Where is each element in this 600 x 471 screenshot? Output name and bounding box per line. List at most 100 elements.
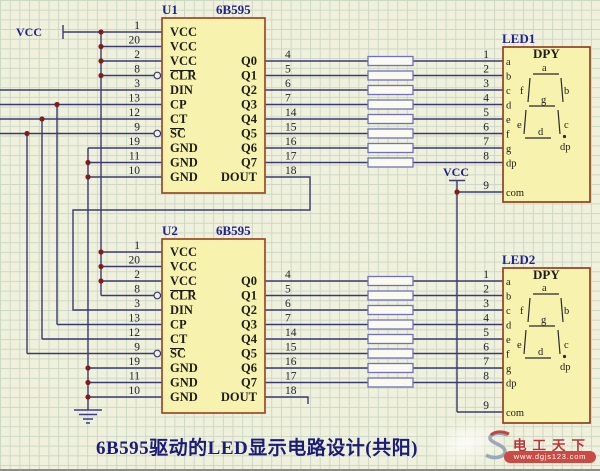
pin-label: Q5 xyxy=(241,127,257,141)
junction-dot xyxy=(85,174,91,180)
pin-label: DIN xyxy=(170,303,193,317)
pin-number: 18 xyxy=(285,385,297,397)
pin-number: 1 xyxy=(483,269,489,281)
segment-label: a xyxy=(542,283,547,294)
pin-number: 15 xyxy=(285,342,297,354)
chip-body xyxy=(161,238,266,414)
junction-dot xyxy=(39,116,45,122)
net-dout2-stub xyxy=(265,396,309,404)
resistor xyxy=(367,142,414,154)
pin-number: 8 xyxy=(134,64,140,76)
pin-label: Q3 xyxy=(241,318,257,332)
watermark-brand: 电工天下 xyxy=(513,438,591,453)
segment-label: f xyxy=(520,86,524,97)
chip-u1: U1 6B595 1 20 2 8 3 13 12 9 19 11 10 VCC… xyxy=(129,2,297,194)
junction-dot xyxy=(98,43,104,50)
pin-number: 15 xyxy=(285,122,297,134)
pin-number: 6 xyxy=(483,342,489,354)
junction-dots xyxy=(24,29,460,400)
chip-u2: U2 6B595 1 20 2 8 3 13 12 9 19 11 10 VCC… xyxy=(129,223,297,414)
pin-number: 14 xyxy=(285,107,297,119)
pin-label: CP xyxy=(170,318,187,332)
inversion-bubble xyxy=(153,349,162,358)
junction-dot xyxy=(98,72,104,79)
pin-label: VCC xyxy=(170,40,197,54)
pin-number: 20 xyxy=(129,255,141,267)
chip-ref: U2 xyxy=(162,223,178,238)
pin-number: 13 xyxy=(129,313,141,325)
resistor xyxy=(367,70,414,81)
pin-label: Q5 xyxy=(241,347,257,361)
segment-label: b xyxy=(564,86,569,97)
pin-number: 8 xyxy=(134,284,140,296)
pin-number: 8 xyxy=(483,151,489,163)
segment-label: c xyxy=(564,120,569,131)
pin-number: 2 xyxy=(483,64,489,76)
vcc-power-port: VCC xyxy=(443,165,469,179)
segment-label: g xyxy=(541,315,547,326)
seven-segment-glyph xyxy=(523,293,564,359)
junction-dot xyxy=(85,159,91,166)
seven-segment-glyph xyxy=(523,73,564,139)
pin-number: 5 xyxy=(285,284,291,296)
segment-label: b xyxy=(564,306,569,317)
pin-label: c xyxy=(506,86,511,97)
pin-label: Q2 xyxy=(241,303,257,317)
resistor-bank-1 xyxy=(367,55,414,168)
junction-dot xyxy=(85,379,91,386)
pin-number: 9 xyxy=(134,122,140,134)
pin-number: 6 xyxy=(285,78,291,90)
pin-label: SC xyxy=(170,127,186,141)
segment-label: d xyxy=(538,347,544,358)
pin-number: 10 xyxy=(129,385,141,397)
segment-label: a xyxy=(542,63,547,74)
junction-dot xyxy=(454,189,460,195)
junction-dot xyxy=(24,130,30,137)
net-ct xyxy=(0,118,162,340)
display-led1: LED1 DPY 1 2 3 4 5 6 7 8 9 a b c d e f g… xyxy=(483,31,591,203)
display-body xyxy=(502,46,591,203)
pin-label: e xyxy=(506,115,511,126)
inversion-bubble xyxy=(153,71,162,80)
pin-number: 12 xyxy=(129,107,141,119)
pin-label: b xyxy=(506,72,511,83)
pin-label: VCC xyxy=(170,274,197,288)
pin-label: GND xyxy=(170,141,198,155)
pin-number: 10 xyxy=(129,165,141,177)
junction-dot xyxy=(98,29,104,35)
junction-dot xyxy=(54,101,60,108)
pin-label: CLR xyxy=(170,69,197,83)
pin-number: 11 xyxy=(129,151,140,163)
pin-label: GND xyxy=(170,156,198,170)
pin-label: DOUT xyxy=(221,390,258,404)
junction-dot xyxy=(98,263,104,270)
net-vcc xyxy=(62,25,162,297)
resistor xyxy=(367,304,414,316)
chip-body xyxy=(161,17,266,194)
pin-label: f xyxy=(506,130,510,141)
pin-label: DOUT xyxy=(221,170,258,184)
pin-number: 4 xyxy=(285,269,291,281)
pin-label: VCC xyxy=(170,245,197,259)
resistor xyxy=(367,99,414,110)
pin-label: GND xyxy=(170,376,198,390)
net-vcc-led-com xyxy=(449,179,503,413)
pin-number: 3 xyxy=(134,298,140,310)
pin-label: Q4 xyxy=(241,332,258,346)
net-cp xyxy=(0,103,162,326)
pin-number: 13 xyxy=(129,93,141,105)
resistor xyxy=(367,348,414,359)
net-dout1-din2 xyxy=(72,176,311,311)
pin-label: f xyxy=(506,350,510,361)
pin-label: Q7 xyxy=(241,156,257,170)
pin-label: c xyxy=(506,306,511,317)
resistor xyxy=(367,128,414,139)
pin-number: 5 xyxy=(483,327,489,339)
display-led2: LED2 DPY 1 2 3 4 5 6 7 8 9 a b c d e f g… xyxy=(483,252,591,424)
pin-label: dp xyxy=(506,159,517,170)
display-ref: LED2 xyxy=(502,252,535,267)
pin-number: 2 xyxy=(483,284,489,296)
pin-label: CT xyxy=(170,112,188,126)
pin-number: 6 xyxy=(483,122,489,134)
pin-label: e xyxy=(506,335,511,346)
